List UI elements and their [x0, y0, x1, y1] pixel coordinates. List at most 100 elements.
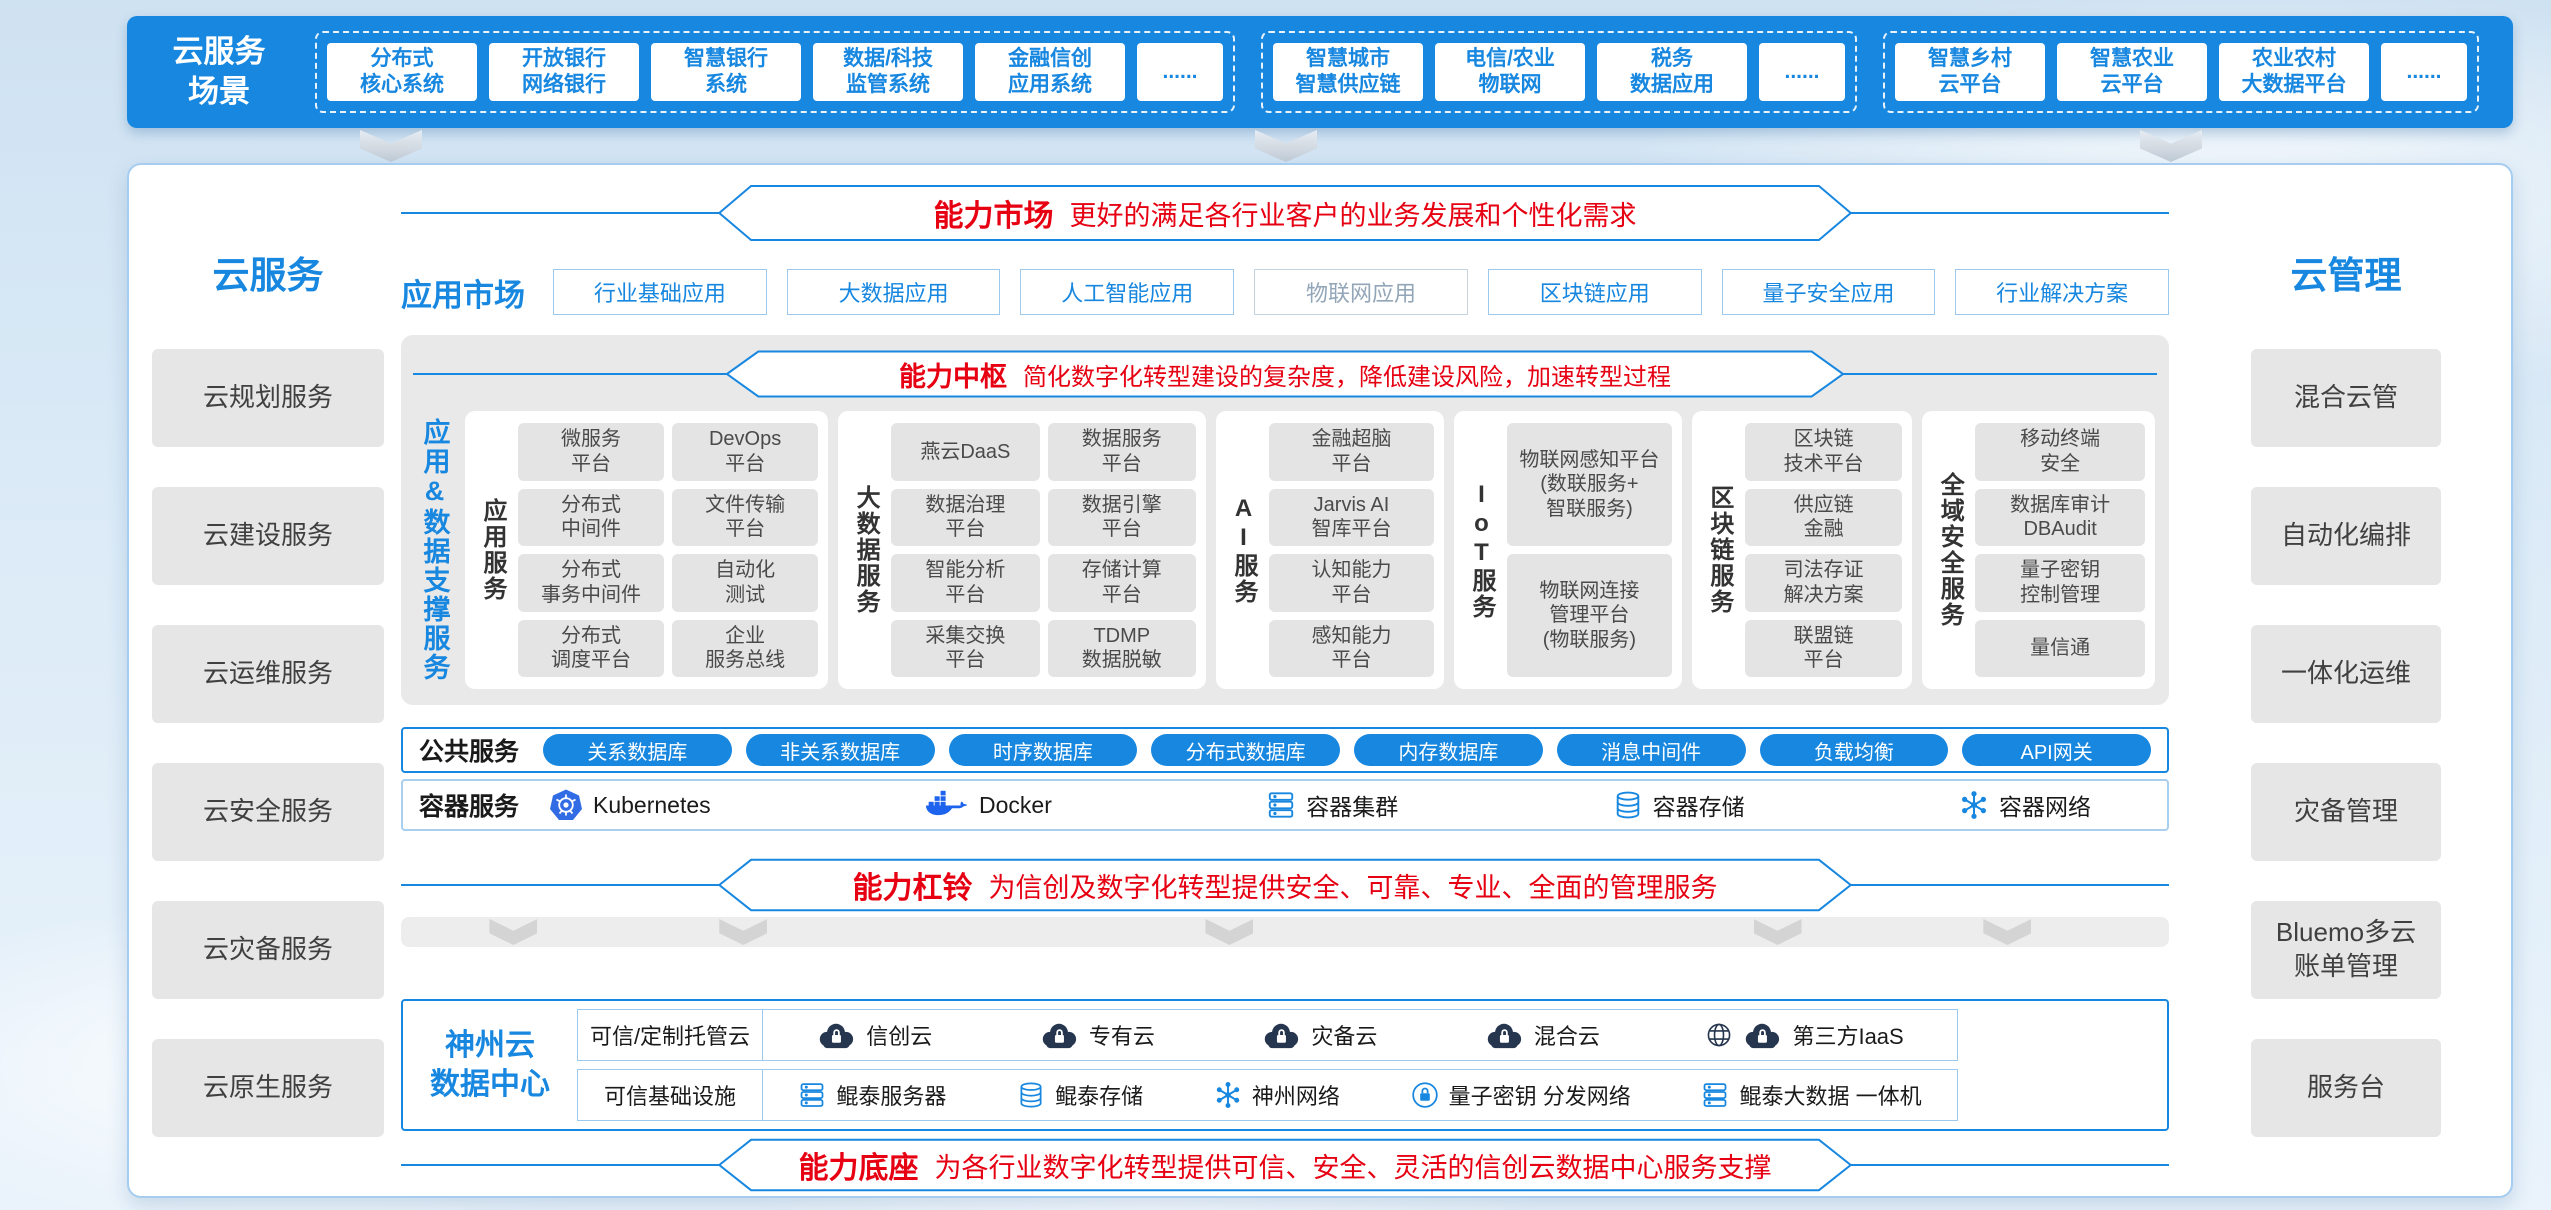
service-item: 区块链 技术平台 [1744, 423, 1903, 481]
storage-icon [1613, 790, 1643, 820]
cloud-management-item: 混合云管 [2251, 349, 2441, 447]
container-service-label: 容器存储 [1652, 794, 1745, 820]
transition-band [401, 917, 2169, 947]
cloud-lock-icon [1261, 1022, 1301, 1049]
hosted-cloud-row-label: 可信/定制托管云 [578, 1010, 763, 1060]
service-item: DevOps 平台 [672, 423, 819, 481]
container-service-label: 容器集群 [1306, 794, 1399, 820]
globe-icon [1706, 1022, 1732, 1048]
cloud-service-item: 云建设服务 [152, 487, 384, 585]
scenario-item: 智慧银行 系统 [651, 43, 801, 101]
public-services-label: 公共服务 [419, 738, 520, 766]
service-item: 量信通 [1975, 619, 2145, 677]
center-content: 能力市场 更好的满足各行业客户的业务发展和个性化需求 应用市场 行业基础应用 大… [401, 165, 2170, 1196]
scenario-item: 分布式 核心系统 [327, 43, 477, 101]
app-services-panel: 应用服务 微服务 平台 DevOps 平台 分布式 中间件 文件传输 平台 分布… [465, 411, 829, 689]
scenario-group-industry: 智慧城市 智慧供应链 电信/农业 物联网 税务 数据应用 ...... [1261, 31, 1857, 113]
infra-row: 可信基础设施 鲲泰服务器 鲲泰存储 神州网络 [577, 1069, 1958, 1121]
banner-desc: 为各行业数字化转型提供可信、安全、灵活的信创云数据中心服务支撑 [934, 1152, 1772, 1183]
cloud-lock-icon [1742, 1022, 1782, 1049]
container-service-label: Kubernetes [593, 791, 711, 818]
service-item: 数据库审计 DBAudit [1975, 488, 2145, 546]
public-service-item: 负载均衡 [1759, 734, 1949, 766]
scenario-group-agriculture: 智慧乡村 云平台 智慧农业 云平台 农业农村 大数据平台 ...... [1883, 31, 2479, 113]
network-icon [1214, 1081, 1242, 1109]
cloud-management-item: 一体化运维 [2251, 625, 2441, 723]
banner-desc: 为信创及数字化转型提供安全、可靠、专业、全面的管理服务 [988, 872, 1718, 903]
service-item: 量子密钥 控制管理 [1975, 554, 2145, 612]
app-market-item: 大数据应用 [786, 269, 1001, 315]
panel-label: AI服务 [1230, 495, 1257, 605]
infra-row-label: 可信基础设施 [578, 1070, 763, 1120]
cloud-management-list: 混合云管 自动化编排 一体化运维 灾备管理 Bluemo多云 账单管理 服务台 [2251, 349, 2441, 1137]
infra-label: 神州网络 [1251, 1084, 1340, 1109]
hosted-cloud-label: 专有云 [1088, 1024, 1155, 1049]
service-item: 智能分析 平台 [891, 554, 1040, 612]
container-services-row: 容器服务 Kubernetes Docker 容器集群 容器存储 [401, 779, 2169, 831]
cloud-management-title: 云管理 [2290, 255, 2402, 296]
app-market-item: 人工智能应用 [1020, 269, 1235, 315]
ribbon-shape [413, 349, 2157, 399]
cloud-service-item: 云灾备服务 [152, 901, 384, 999]
public-service-item: API网关 [1962, 734, 2151, 766]
hosted-cloud-label: 信创云 [866, 1024, 933, 1049]
support-services-vertical-label: 应用&数据支撑服务 [419, 418, 450, 682]
panel-label: IoT服务 [1467, 480, 1495, 620]
infra-label: 鲲泰服务器 [836, 1084, 947, 1109]
scenario-item: 开放银行 网络银行 [489, 43, 639, 101]
hosted-cloud-label: 第三方IaaS [1792, 1024, 1904, 1049]
hosted-cloud-item: 第三方IaaS [1706, 1019, 1904, 1051]
hosted-cloud-label: 混合云 [1533, 1024, 1600, 1049]
panel-label: 应用服务 [479, 498, 506, 602]
storage-icon [1017, 1081, 1045, 1109]
container-service-item: 容器存储 [1613, 788, 1745, 822]
cloud-services-list: 云规划服务 云建设服务 云运维服务 云安全服务 云灾备服务 云原生服务 [152, 349, 384, 1137]
cloud-management-item: 服务台 [2251, 1039, 2441, 1137]
ai-services-panel: AI服务 金融超脑 平台 Jarvis AI 智库平台 认知能力 平台 感知能力… [1216, 411, 1444, 689]
down-arrow [1205, 919, 1254, 945]
ribbon-shape [401, 857, 2169, 913]
scenario-item: 农业农村 大数据平台 [2219, 43, 2369, 101]
infra-item: 神州网络 [1214, 1079, 1340, 1111]
public-service-item: 分布式数据库 [1151, 734, 1340, 766]
capability-barbell-banner: 能力杠铃 为信创及数字化转型提供安全、可靠、专业、全面的管理服务 [401, 857, 2169, 913]
service-item: 金融超脑 平台 [1269, 423, 1434, 481]
app-market-item: 行业基础应用 [553, 269, 767, 315]
datacenter-section: 神州云 数据中心 可信/定制托管云 信创云 专有云 [401, 999, 2169, 1131]
service-item: 微服务 平台 [518, 423, 665, 481]
cloud-service-item: 云规划服务 [152, 349, 384, 447]
service-item: 数据服务 平台 [1047, 423, 1196, 481]
service-item: 企业 服务总线 [672, 619, 819, 677]
container-service-item: 容器网络 [1959, 788, 2091, 822]
app-market-item: 区块链应用 [1487, 269, 1702, 315]
service-item: 分布式 中间件 [518, 488, 665, 546]
capability-market-banner: 能力市场 更好的满足各行业客户的业务发展和个性化需求 [401, 183, 2169, 243]
main-frame: 云服务 云规划服务 云建设服务 云运维服务 云安全服务 云灾备服务 云原生服务 … [127, 163, 2513, 1198]
banner-desc: 简化数字化转型建设的复杂度，降低建设风险，加速转型过程 [1023, 363, 1671, 391]
scenario-item: 数据/科技 监管系统 [813, 43, 963, 101]
container-service-item: Kubernetes [549, 788, 711, 822]
infra-label: 鲲泰存储 [1055, 1084, 1144, 1109]
service-item: TDMP 数据脱敏 [1047, 619, 1196, 677]
service-item: 分布式 调度平台 [518, 619, 665, 677]
infra-item: 鲲泰大数据 一体机 [1701, 1079, 1922, 1111]
ribbon-shape [401, 183, 2169, 243]
public-service-item: 时序数据库 [948, 734, 1138, 766]
scenario-bar-title: 云服务 场景 [172, 33, 266, 109]
public-service-item: 内存数据库 [1354, 734, 1543, 766]
service-item: 认知能力 平台 [1269, 554, 1434, 612]
cloud-management-item: 灾备管理 [2251, 763, 2441, 861]
service-item: 采集交换 平台 [891, 619, 1040, 677]
cloud-management-item: 自动化编排 [2251, 487, 2441, 585]
container-services-label: 容器服务 [419, 793, 520, 821]
service-item: 司法存证 解决方案 [1744, 554, 1903, 612]
docker-icon [925, 790, 969, 820]
scenario-item: 智慧乡村 云平台 [1895, 43, 2045, 101]
cloud-management-item: Bluemo多云 账单管理 [2251, 901, 2441, 999]
security-services-panel: 全域安全服务 移动终端 安全 数据库审计 DBAudit 量子密钥 控制管理 量… [1922, 411, 2155, 689]
infra-item: 鲲泰服务器 [798, 1079, 946, 1111]
service-item: 燕云DaaS [891, 423, 1040, 481]
public-service-item: 关系数据库 [543, 734, 732, 766]
infra-item: 鲲泰存储 [1017, 1079, 1143, 1111]
service-item: 数据引擎 平台 [1047, 488, 1196, 546]
